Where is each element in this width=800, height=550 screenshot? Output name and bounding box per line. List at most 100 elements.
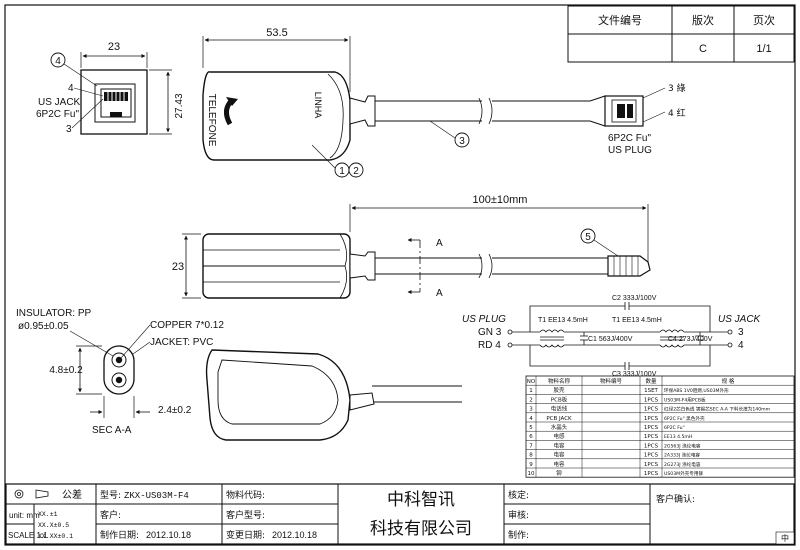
tolerance-1: XX.±1 [38,511,58,518]
doc-number-label: 文件编号 [598,13,642,27]
balloon-5-label: 5 [585,232,591,243]
adapter-top-view: TELEFONE LINHA 53.5 3 綠 4 红 6P2C Fu" US … [202,27,686,178]
adapter-side-view: 23 100±10mm 5 A A [172,194,651,299]
customer-model-label: 客户型号: [226,509,265,521]
cap-c2-label: C2 333J/100V [612,295,657,302]
copper-label: COPPER 7*0.12 [150,320,224,331]
version-value: C [699,43,707,55]
bom-cell: 1PCS [644,407,659,413]
scale-label: SCALE 1:1 [8,531,48,540]
bom-cell: EE13 4.5mH [664,434,692,440]
balloon-5 [580,228,596,244]
version-label: 版次 [692,13,714,27]
jacket-label: JACKET: PVC [150,337,213,348]
bom-cell: 1PCS [644,462,659,468]
insulator-label: INSULATOR: PP [16,308,92,319]
schematic-us-jack-label: US JACK [718,314,762,325]
side-height-dim: 23 [172,261,184,273]
cap-c4-label: C4 273J/400V [668,336,713,343]
maker-label: 制作: [508,529,529,541]
bom-cell: 1PCS [644,397,659,403]
cap-c3-label: C3 333J/100V [612,371,657,378]
circuit-schematic: US PLUG US JACK GN 3 RD 4 3 4 [462,295,762,378]
jack-pin4-label: 4 [68,83,74,94]
review-label: 审核: [508,509,529,521]
section-marker-top: A [436,238,443,249]
material-code-label: 物料代码: [226,489,265,501]
balloon-3 [454,132,470,148]
tolerance-2: XX.X±0.5 [38,522,69,529]
bom-cell: 环保ABS 1V0阻燃,US03M外形 [664,387,729,394]
section-a-a-view: 4.8±0.2 2.4±0.2 INSULATOR: PP ø0.95±0.05… [16,308,224,436]
bom-cell: 4 [529,416,533,422]
section-height-dim: 4.8±0.2 [49,365,83,376]
bom-cell: 9 [529,462,533,468]
adapter-perspective-view [205,349,462,441]
page-value: 1/1 [756,43,771,55]
change-date-value: 2012.10.18 [272,530,317,540]
unit-label: unit: mm [9,511,40,520]
bom-cell: 1PCS [644,425,659,431]
balloon-4-label: 4 [55,56,61,67]
bom-cell: 电容 [553,460,565,468]
bom-cell: 铆 [556,469,562,477]
cable-length-dim: 100±10mm [473,194,528,206]
model-label: 型号: [100,490,121,501]
balloon-3-label: 3 [459,136,465,147]
section-width-dim: 2.4±0.2 [158,405,192,416]
linha-label: LINHA [313,92,323,119]
bom-cell: 1PCS [644,443,659,449]
bom-cell: 5 [529,425,533,431]
bom-cell: 1PCS [644,453,659,459]
bom-cell: 1PCS [644,471,659,477]
section-aa-label: SEC A-A [92,425,132,436]
company-name-line2: 科技有限公司 [370,519,472,539]
bom-cell: 胶壳 [553,386,565,394]
cap-c1-label: C1 563J/400V [588,336,633,343]
plug-type-label: 6P2C Fu" [608,133,651,144]
title-block: 公差 unit: mm SCALE 1:1 XX.±1 XX.X±0.5 XX.… [5,483,795,545]
schematic-out4-label: 4 [738,340,744,351]
bom-cell: PCB JACK [546,416,572,422]
bom-cell: 10 [528,471,535,477]
check-label: 核定: [508,489,529,501]
bom-cell: US03M-F4用PCB板 [664,396,706,403]
bom-cell: 2G563J 涤纶电容 [664,442,701,449]
model-value: ZKX-US03M-F4 [124,491,189,501]
jack-pin3-label: 3 [66,124,72,135]
us-jack-label: US JACK [38,97,81,108]
page-label: 页次 [753,13,775,27]
bom-header-cell: 物料名称 [548,377,571,385]
bom-cell: 2 [529,397,533,403]
tolerance-label: 公差 [62,488,82,501]
schematic-out3-label: 3 [738,327,744,338]
bom-cell: 2G273J 涤纶电容 [664,461,701,468]
bom-cell: 8 [529,453,533,459]
bom-cell: 电容 [553,451,565,459]
balloon-2-label: 2 [353,166,359,177]
bom-cell: 7 [529,443,533,449]
bom-cell: 红绿2芯白色线 镀锡芯SEC A-A 下料长度为140mm [664,406,771,413]
bom-header-cell: 物料编号 [600,377,623,385]
projection-symbol [14,489,24,499]
balloon-2 [348,162,364,178]
wire-green-label: 3 綠 [668,82,686,94]
inductor-t1-right-label: T1 EE13 4.5mH [612,317,662,324]
section-marker-bottom: A [436,288,443,299]
made-date-label: 制作日期: [100,529,139,541]
balloon-4 [50,52,66,68]
body-length-dim: 53.5 [266,27,287,39]
change-date-label: 变更日期: [226,529,265,541]
bom-cell: 6P2C Fu" 黑色外壳 [664,415,705,422]
bom-cell: 电话线 [551,405,568,413]
bom-cell: 2A333J 涤纶电容 [664,452,700,459]
bom-cell: 电容 [553,441,565,449]
bom-cell: 3 [529,407,533,413]
us-jack-front-view: 23 27.43 4 3 US JACK 6P2C Fu" 4 [36,41,185,135]
bom-header-cell: 规 格 [722,377,735,385]
tolerance-3: XX.XX±0.1 [38,533,73,540]
jack-height-dim: 27.43 [174,93,185,118]
insulator-dia-label: ø0.95±0.05 [18,321,69,332]
